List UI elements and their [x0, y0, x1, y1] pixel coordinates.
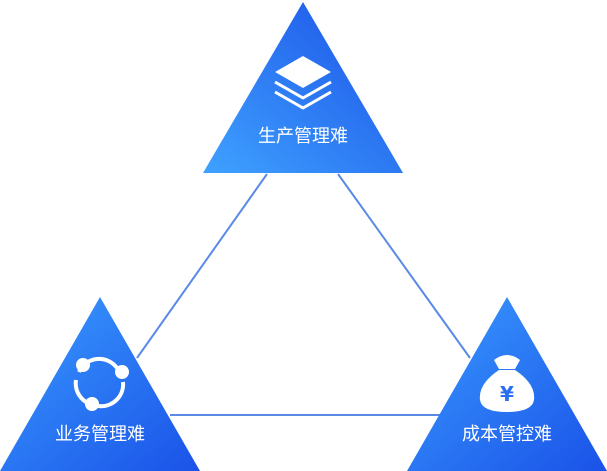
layers-icon — [274, 56, 332, 110]
node-label-production: 生产管理难 — [258, 126, 348, 147]
connector-production-business — [136, 173, 268, 359]
node-label-business: 业务管理难 — [55, 424, 145, 445]
connector-production-cost — [337, 173, 471, 359]
yen-symbol: ¥ — [500, 382, 514, 406]
share-nodes-icon — [73, 356, 129, 411]
connectors — [136, 173, 471, 416]
node-label-cost: 成本管控难 — [462, 424, 552, 445]
node-production: 生产管理难 — [203, 2, 403, 173]
node-cost: ¥ 成本管控难 — [407, 297, 607, 471]
triangle-business — [0, 297, 200, 471]
money-bag-yen-icon: ¥ — [479, 355, 535, 412]
node-business: 业务管理难 — [0, 297, 200, 471]
